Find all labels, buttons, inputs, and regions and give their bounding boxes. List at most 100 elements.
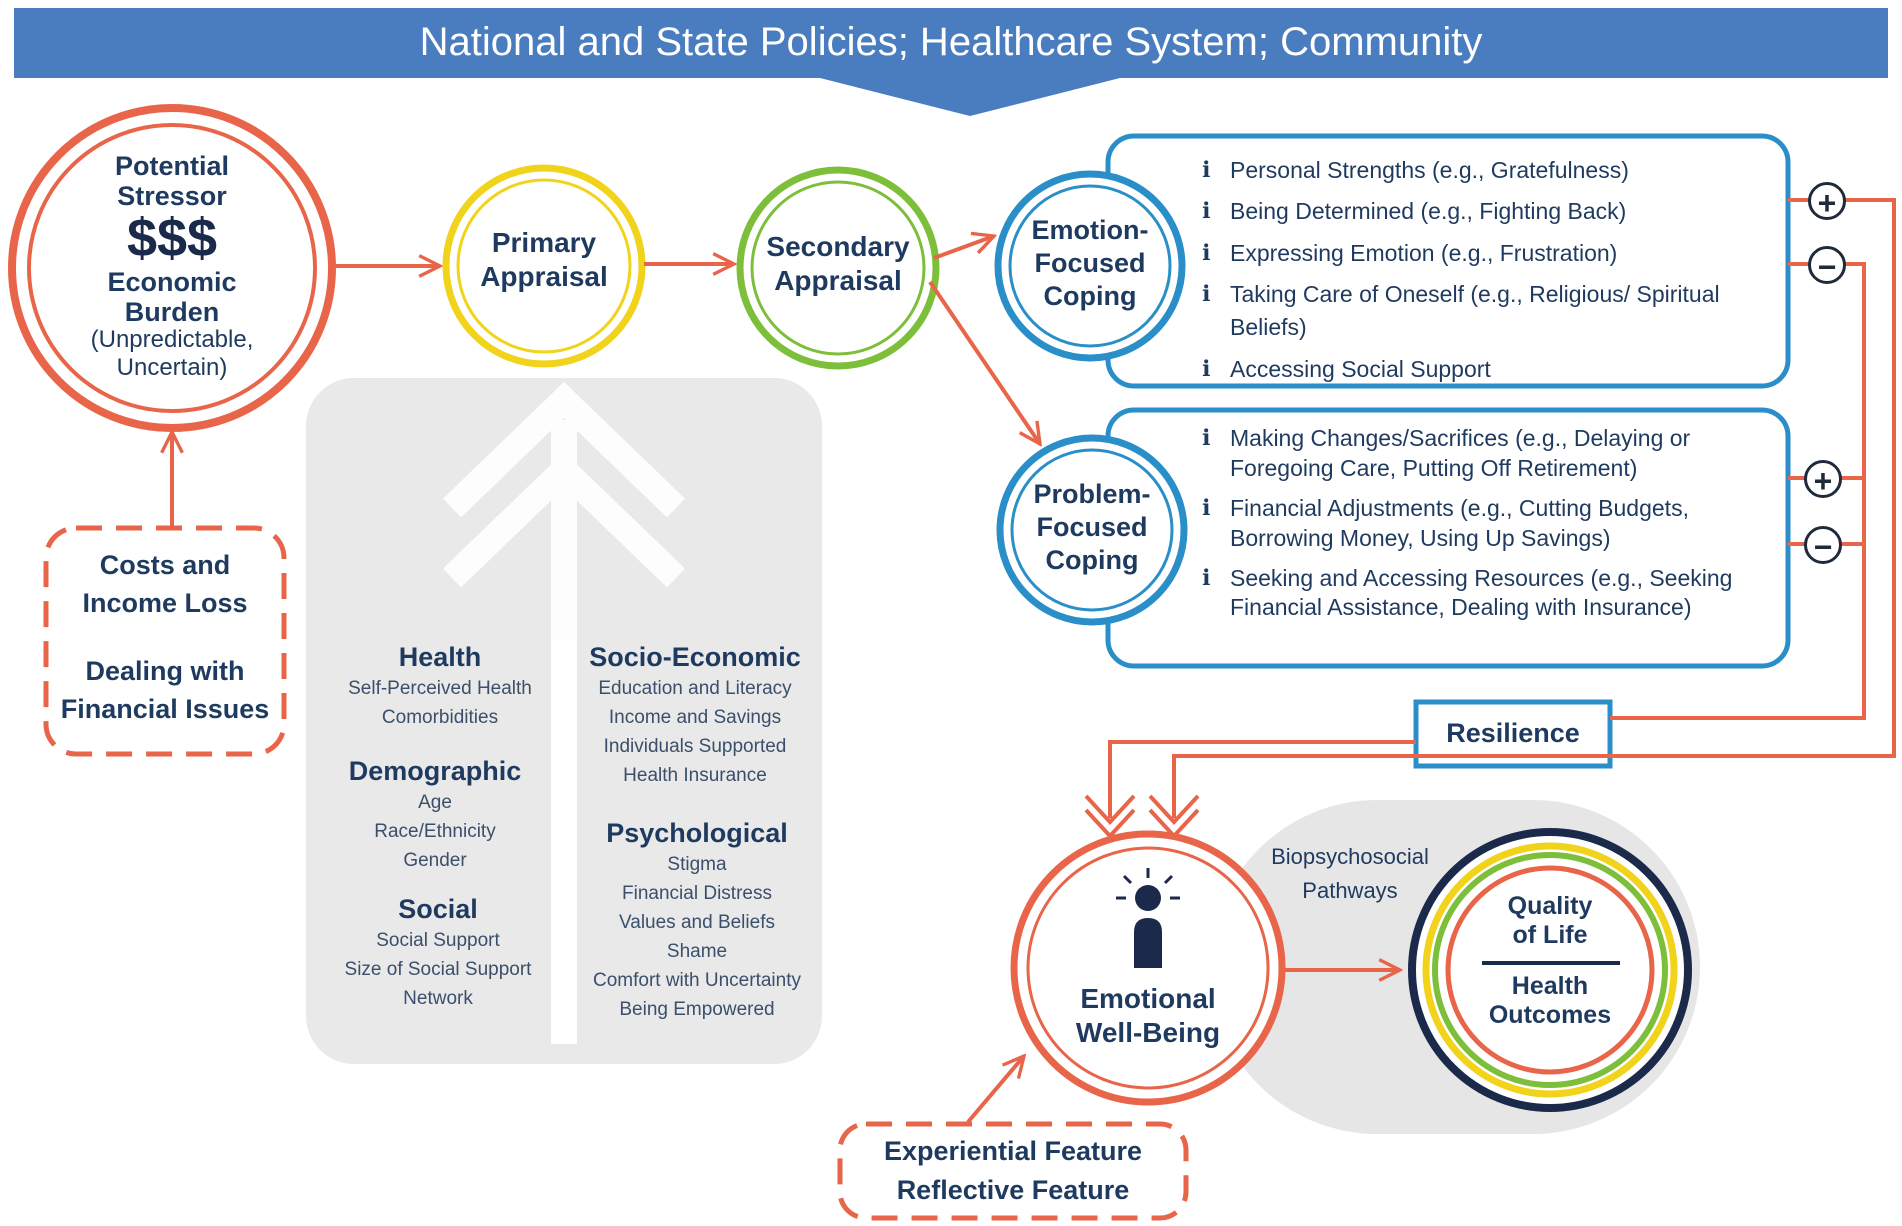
- feature-line2: Reflective Feature: [896, 1175, 1130, 1205]
- secondary-line2: Appraisal: [774, 265, 902, 296]
- problem-item-2: Financial Adjustments (e.g., Cutting Bud…: [1230, 494, 1689, 551]
- wellbeing-ring-inner: [1026, 846, 1270, 1090]
- costs-line2: Income Loss: [82, 588, 248, 618]
- chevron-down-right-2: [1148, 808, 1200, 839]
- arrow-secondary-to-problem: [928, 280, 1040, 444]
- costs-line3: Dealing with: [85, 656, 245, 686]
- emotion-item-4: Taking Care of Oneself (e.g., Religious/…: [1230, 281, 1720, 341]
- factor-health: Health Self-Perceived Health Comorbiditi…: [310, 640, 570, 732]
- secondary-line1: Secondary: [766, 231, 910, 262]
- secondary-appraisal: Secondary Appraisal: [748, 230, 928, 298]
- plus-icon: +: [1808, 182, 1846, 221]
- problem-item-1: Making Changes/Sacrifices (e.g., Delayin…: [1230, 425, 1691, 481]
- outcomes-ring-yellow: [1422, 842, 1678, 1098]
- factor-title: Socio-Economic: [589, 642, 801, 672]
- bullet-icon: ℹ: [1202, 425, 1211, 450]
- stressor-line5: (Unpredictable,: [90, 326, 254, 353]
- resilience-label: Resilience: [1446, 718, 1580, 748]
- problem-item-3: Seeking and Accessing Resources (e.g., S…: [1230, 564, 1733, 621]
- factor-item: Education and Literacy: [598, 678, 792, 699]
- factor-item: Shame: [666, 941, 728, 962]
- bullet-icon: ℹ: [1202, 564, 1211, 590]
- emotion-coping-label: Emotion- Focused Coping: [1020, 214, 1160, 313]
- connector-resilience-to-wellbeing: [1108, 740, 1416, 818]
- plus-icon: +: [1804, 460, 1842, 499]
- emotion-item-2: Being Determined (e.g., Fighting Back): [1230, 198, 1627, 225]
- feature-box-frame: [837, 1121, 1189, 1221]
- stressor-dollar-symbol: $$$: [126, 208, 218, 268]
- minus-icon: −: [1808, 246, 1846, 285]
- arrow-secondary-to-emotion: [933, 236, 994, 260]
- emotion-line1: Emotion-: [1031, 215, 1149, 245]
- factor-item: Comfort with Uncertainty: [592, 970, 801, 991]
- secondary-ring-outer: [736, 166, 940, 370]
- factor-item: Social Support: [376, 930, 500, 951]
- chevron-down-left-2: [1084, 808, 1136, 839]
- pathways-label: Biopsychosocial Pathways: [1250, 840, 1450, 908]
- secondary-ring-inner: [750, 180, 926, 356]
- emotion-line2: Focused: [1034, 248, 1146, 278]
- factor-item: Gender: [403, 850, 467, 871]
- costs-line1: Costs and: [99, 550, 231, 580]
- list-item: ℹ Seeking and Accessing Resources (e.g., …: [1200, 564, 1775, 624]
- list-item: ℹ Taking Care of Oneself (e.g., Religious…: [1200, 278, 1775, 345]
- person-lighthouse-icon: [1116, 868, 1180, 968]
- primary-ring-outer: [442, 164, 646, 368]
- bullet-icon: ℹ: [1202, 494, 1211, 520]
- primary-line2: Appraisal: [480, 261, 608, 292]
- feature-line1: Experiential Feature: [883, 1136, 1143, 1166]
- factor-psychological: Psychological Stigma Financial Distress …: [570, 816, 824, 1024]
- connector-emotion-plus: [1172, 198, 1896, 818]
- outcomes-bottom2: Outcomes: [1488, 1001, 1612, 1029]
- outcomes-bottom1: Health: [1511, 972, 1589, 1000]
- costs-box: Costs and Income Loss Dealing with Finan…: [46, 546, 284, 728]
- factor-item: Stigma: [667, 854, 727, 875]
- factor-title: Demographic: [348, 756, 522, 786]
- primary-line1: Primary: [491, 227, 597, 258]
- problem-line2: Focused: [1036, 512, 1148, 542]
- factor-item: Age: [418, 792, 452, 813]
- outcomes-top2: of Life: [1512, 921, 1588, 949]
- chevron-down-left-1: [1084, 794, 1136, 825]
- costs-line4: Financial Issues: [60, 694, 270, 724]
- pathways-line2: Pathways: [1302, 878, 1398, 903]
- banner-title: National and State Policies; Healthcare …: [419, 20, 1483, 64]
- outcomes-ring-green: [1432, 852, 1668, 1088]
- bullet-icon: ℹ: [1202, 157, 1211, 182]
- problem-ring-inner: [1010, 448, 1174, 612]
- factor-item: Income and Savings: [608, 707, 782, 728]
- outcomes-ring-coral: [1445, 865, 1655, 1075]
- emotion-ring-outer: [994, 170, 1186, 362]
- factor-item: Race/Ethnicity: [374, 821, 496, 842]
- outcomes-ring-navy: [1408, 828, 1692, 1112]
- bullet-icon: ℹ: [1202, 239, 1211, 265]
- bullet-icon: ℹ: [1202, 355, 1211, 381]
- stressor-text: Potential Stressor $$$ Economic Burden (…: [72, 150, 272, 382]
- factor-title: Psychological: [606, 818, 788, 848]
- stressor-line2: Stressor: [117, 181, 227, 211]
- outcomes-bottom: Health Outcomes: [1470, 972, 1630, 1030]
- factor-item: Being Empowered: [619, 999, 775, 1020]
- banner-shape: [14, 8, 1888, 116]
- pathways-line1: Biopsychosocial: [1271, 844, 1429, 869]
- emotion-ring-inner: [1008, 184, 1172, 348]
- bullet-icon: ℹ: [1202, 281, 1211, 307]
- problem-line1: Problem-: [1033, 479, 1151, 509]
- factor-socio-economic: Socio-Economic Education and Literacy In…: [570, 640, 820, 790]
- factor-item: Comorbidities: [381, 707, 499, 728]
- factor-item: Financial Distress: [622, 883, 772, 904]
- primary-ring-inner: [456, 178, 632, 354]
- factor-title: Health: [398, 642, 482, 672]
- factor-item: Individuals Supported: [603, 736, 787, 757]
- factor-title: Social: [398, 894, 478, 924]
- factor-item: Network: [403, 988, 473, 1009]
- problem-strategy-list: ℹ Making Changes/Sacrifices (e.g., Delayi…: [1200, 424, 1775, 631]
- factor-item: Size of Social Support: [344, 959, 532, 980]
- stressor-line1: Potential: [114, 151, 229, 181]
